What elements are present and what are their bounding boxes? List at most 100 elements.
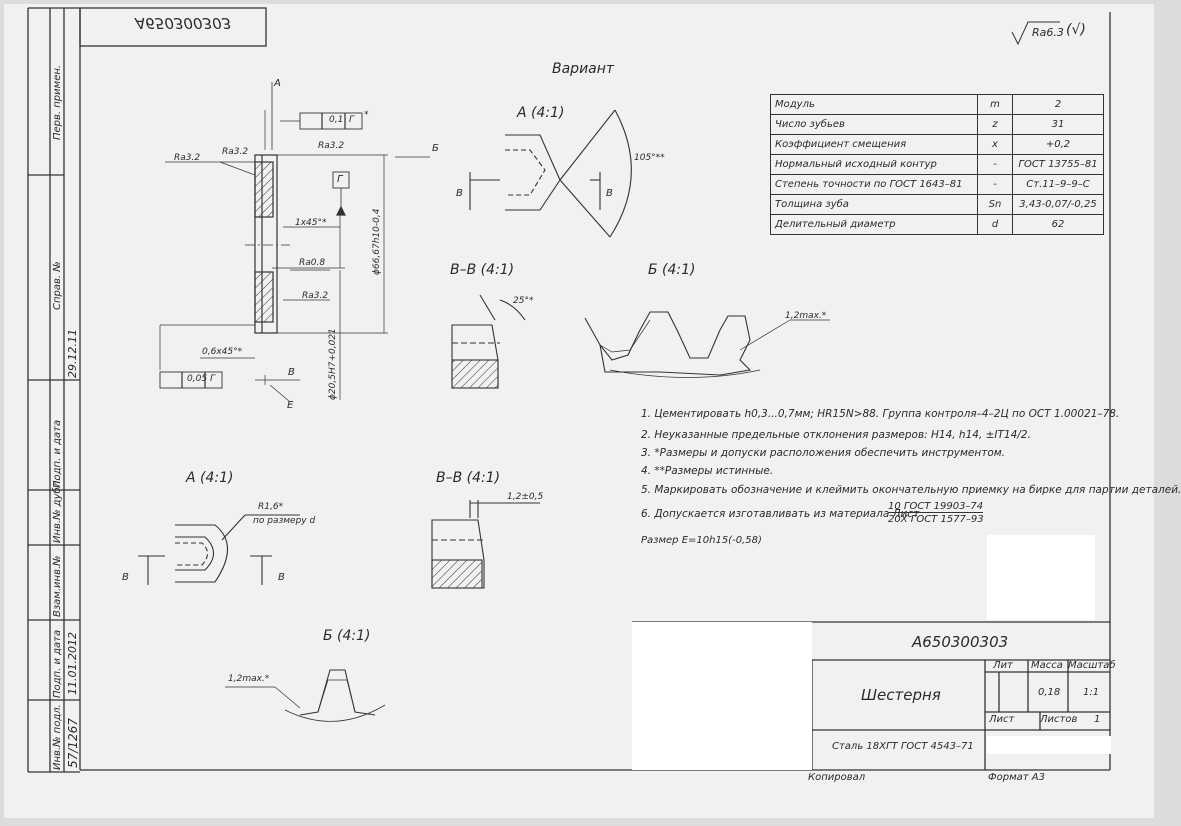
view-a-top-title: А (4:1) [517, 105, 565, 121]
ra32-c: Ra3.2 [318, 141, 345, 151]
note-4: 4. **Размеры истинные. [641, 465, 774, 477]
param-name: Нормальный исходный контур [770, 154, 978, 175]
stamp-lit-label: Лит [993, 660, 1013, 671]
po-razmeru: по размеру d [253, 516, 316, 526]
stamp-sheet-label: Лист [989, 714, 1015, 725]
v-right-top: В [606, 188, 613, 199]
ra32-d: Ra3.2 [302, 291, 329, 301]
dim-12-05: 1,2±0,5 [507, 492, 544, 502]
size-e: Размер Е=10h15(-0,58) [641, 535, 762, 546]
v-right-bottom: В [278, 572, 285, 583]
stamp-format: Формат А3 [988, 772, 1045, 783]
param-name: Модуль [770, 94, 978, 115]
sidebar-inv-podl: Инв.№ подл. [52, 704, 63, 770]
stamp-title: Шестерня [861, 686, 941, 704]
angle-25: 25°* [513, 296, 534, 306]
sidebar-vzam-inv: Взам.инв.№ [52, 555, 63, 617]
max-12-top: 1,2max.* [785, 311, 827, 321]
view-b-bottom-title: Б (4:1) [323, 628, 371, 644]
param-val: Ст.11–9–9–С [1012, 174, 1104, 195]
arrow-a-label: А [274, 78, 281, 89]
white-mask-3 [987, 736, 1111, 754]
sidebar-inv-number: 57/1267 [66, 718, 80, 768]
view-b-top-title: Б (4:1) [648, 262, 696, 278]
param-val: 62 [1012, 214, 1104, 235]
variant-label: Вариант [552, 61, 615, 77]
view-a-bottom-title: А (4:1) [186, 470, 234, 486]
label-e: Е [287, 400, 294, 411]
stamp-scale-label: Масштаб [1068, 660, 1116, 671]
param-val: 3,43-0,07/-0,25 [1012, 194, 1104, 215]
param-sym: - [977, 154, 1013, 175]
param-sym: d [977, 214, 1013, 235]
sidebar-hand-date-2: 11.01.2012 [66, 632, 79, 695]
drawing-frame [27, 7, 1111, 773]
mirrored-code: А650300303 [135, 14, 232, 32]
param-val: +0,2 [1012, 134, 1104, 155]
stamp-sheets-label: Листов [1040, 714, 1078, 725]
view-vv-top-drawing [451, 294, 526, 389]
diam-outer: ϕ66,67h10-0,4 [372, 208, 382, 275]
param-name: Число зубьев [770, 114, 978, 135]
ra32-b: Ra3.2 [222, 147, 249, 157]
tol-bottom-datum: Г [210, 374, 216, 384]
param-name: Коэффициент смещения [770, 134, 978, 155]
tol-bottom-value: 0,05 [187, 374, 208, 384]
arrow-b-label: Б [432, 143, 439, 154]
max-12-bottom: 1,2max.* [228, 674, 270, 684]
ra32-a: Ra3.2 [174, 153, 201, 163]
stamp-material: Сталь 18ХГТ ГОСТ 4543–71 [832, 741, 974, 752]
param-sym: m [977, 94, 1013, 115]
note-6-fraction-top: 10 ГОСТ 19903–74 [888, 501, 984, 513]
stamp-designation: А650300303 [912, 633, 1009, 651]
label-v: В [288, 367, 295, 378]
tol-top-star: * [364, 110, 369, 120]
param-val: 31 [1012, 114, 1104, 135]
param-sym: Sn [977, 194, 1013, 215]
sidebar-inv-dubl: Инв.№ дубл. [52, 477, 63, 543]
note-6-fraction-bottom: 20Х ГОСТ 1577–93 [888, 514, 984, 525]
stamp-scale-value: 1:1 [1083, 687, 1100, 698]
param-row: Нормальный исходный контур-ГОСТ 13755–81 [770, 154, 1104, 175]
param-name: Делительный диаметр [770, 214, 978, 235]
param-sym: x [977, 134, 1013, 155]
param-row: Степень точности по ГОСТ 1643–81-Ст.11–9… [770, 174, 1104, 195]
view-vv-top-title: В–В (4:1) [450, 262, 515, 278]
note-5: 5. Маркировать обозначение и клеймить ок… [641, 484, 1181, 496]
sidebar-podp-data-2: Подп. и дата [52, 629, 63, 698]
gear-section-view [159, 82, 430, 403]
datum-g: Г [337, 174, 343, 185]
note-6: 6. Допускается изготавливать из материал… [641, 508, 920, 520]
v-left-top: В [456, 188, 463, 199]
view-a-bottom-drawing [138, 514, 300, 585]
view-vv-bottom-title: В–В (4:1) [436, 470, 501, 486]
tol-top-datum: Г [349, 115, 355, 125]
sidebar-perv-primen: Перв. примен. [52, 64, 63, 140]
white-mask-2 [632, 622, 812, 770]
view-b-bottom-drawing [225, 669, 386, 722]
param-name: Толщина зуба [770, 194, 978, 215]
stamp-copied: Копировал [808, 772, 866, 783]
tol-top-value: 0,1 [329, 115, 344, 125]
view-a-top-drawing [469, 109, 632, 238]
param-sym: z [977, 114, 1013, 135]
roughness-extra: (√) [1066, 22, 1086, 38]
param-name: Степень точности по ГОСТ 1643–81 [770, 174, 978, 195]
stamp-sheets-value: 1 [1094, 714, 1101, 725]
param-val: ГОСТ 13755–81 [1012, 154, 1104, 175]
white-mask-1 [987, 535, 1095, 620]
diam-inner: ϕ20,5H7+0,021 [328, 328, 338, 400]
sidebar-hand-date-1: 29.12.11 [66, 329, 79, 378]
ra08: Ra0.8 [299, 258, 326, 268]
stamp-mass-label: Масса [1031, 660, 1063, 671]
stamp-mass-value: 0,18 [1038, 687, 1061, 698]
view-b-top-drawing [584, 311, 830, 378]
note-1: 1. Цементировать h0,3...0,7мм; HR15N>88.… [641, 408, 1120, 420]
v-left-bottom: В [122, 572, 129, 583]
